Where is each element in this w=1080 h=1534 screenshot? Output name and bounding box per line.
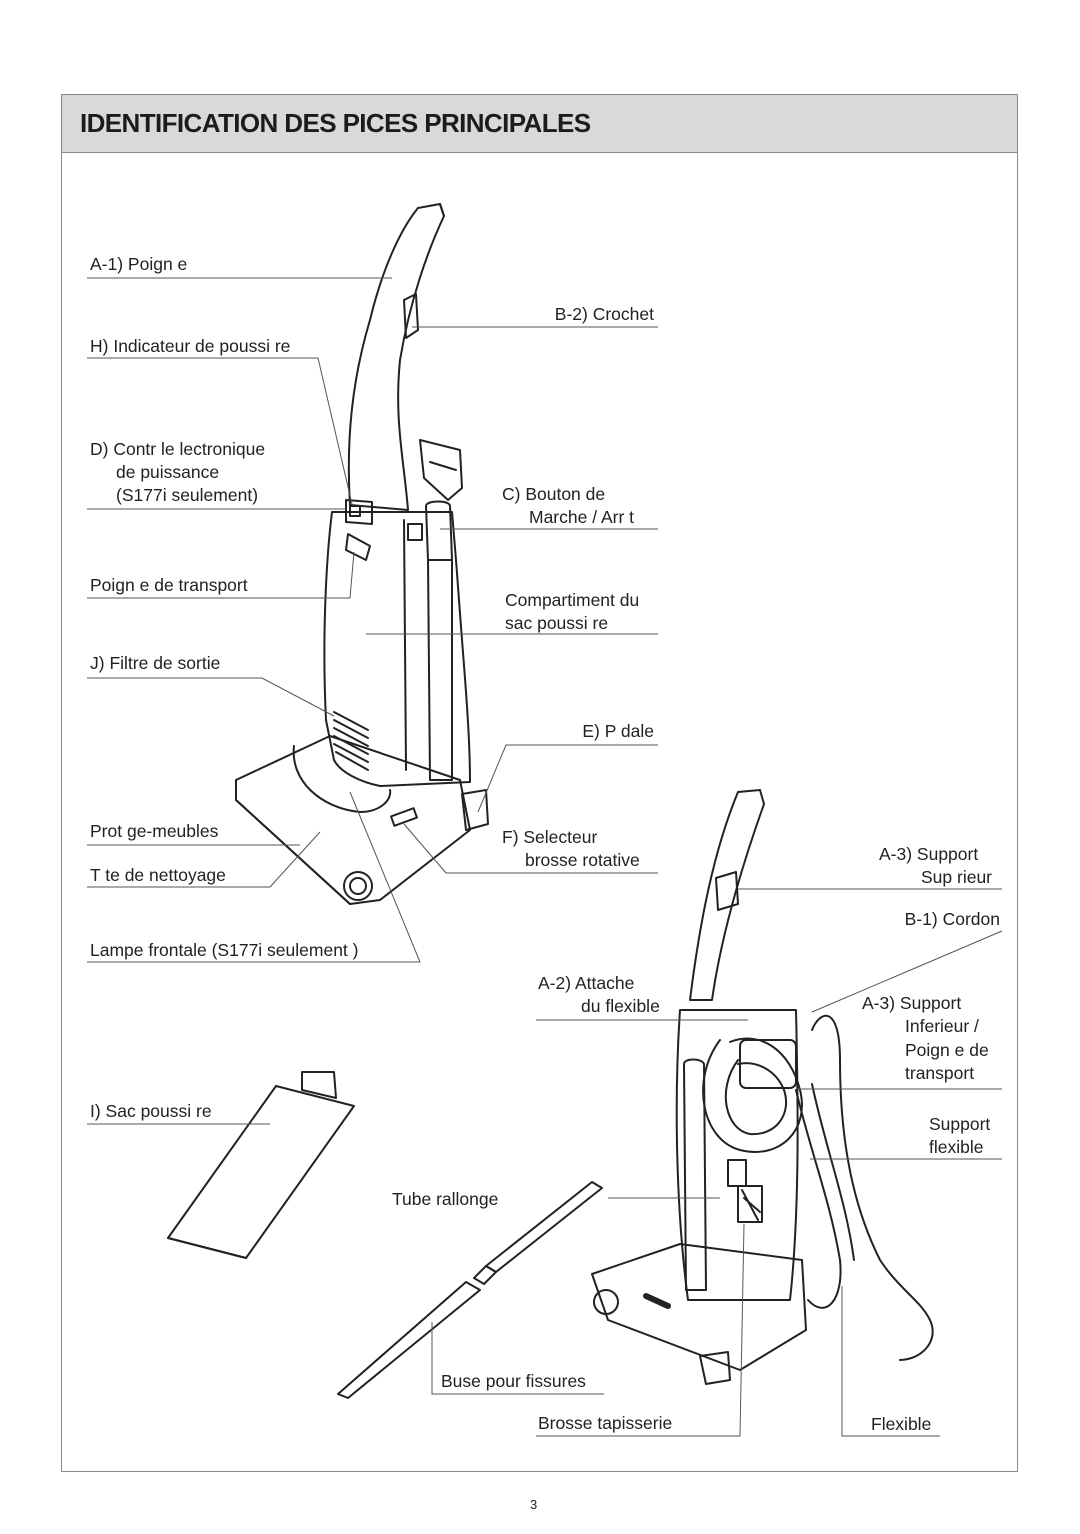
label-crevice-nozzle: Buse pour fissures <box>441 1371 586 1391</box>
label-on-off-line1: C) Bouton de <box>502 484 606 504</box>
label-dust-indicator: H) Indicateur de poussi re <box>90 336 291 356</box>
vacuum-rear-illustration <box>591 789 934 1385</box>
label-cleaning-head: T te de nettoyage <box>90 865 226 885</box>
label-hook: B-2) Crochet <box>554 304 654 324</box>
tube-and-nozzle-illustration <box>337 1181 603 1399</box>
label-extension-tube: Tube rallonge <box>392 1189 499 1209</box>
label-hose: Flexible <box>871 1414 932 1434</box>
label-hose-support-line1: Support <box>929 1114 991 1134</box>
label-lower-support-line1: A-3) Support <box>862 993 962 1013</box>
label-hose-clip-line2: du flexible <box>581 996 660 1016</box>
label-exhaust-filter: J) Filtre de sortie <box>90 653 221 673</box>
label-power-control-line1: D) Contr le lectronique <box>90 439 266 459</box>
content-frame: IDENTIFICATION DES PICES PRINCIPALES <box>61 94 1018 1472</box>
label-brush-selector-line1: F) Selecteur <box>502 827 598 847</box>
label-bag-compartment-line2: sac poussi re <box>505 613 609 633</box>
label-pedal: E) P dale <box>582 721 654 741</box>
label-carry-handle: Poign e de transport <box>90 575 248 595</box>
label-furniture-guard: Prot ge-meubles <box>90 821 219 841</box>
label-handle: A-1) Poign e <box>90 254 188 274</box>
label-upper-support-line2: Sup rieur <box>921 867 993 887</box>
label-hose-clip-line1: A-2) Attache <box>538 973 635 993</box>
label-headlamp: Lampe frontale (S177i seulement ) <box>90 940 359 960</box>
label-upholstery-brush: Brosse tapisserie <box>538 1413 673 1433</box>
label-lower-support-line3: Poign e de <box>905 1040 989 1060</box>
label-brush-selector-line2: brosse rotative <box>525 850 640 870</box>
label-bag-compartment-line1: Compartiment du <box>505 590 640 610</box>
page-number: 3 <box>530 1497 538 1512</box>
label-lower-support-line4: transport <box>905 1063 975 1083</box>
label-on-off-line2: Marche / Arr t <box>529 507 635 527</box>
label-lower-support-line2: Inferieur / <box>905 1016 979 1036</box>
label-power-control-line2: de puissance <box>116 462 220 482</box>
label-dust-bag: I) Sac poussi re <box>90 1101 212 1121</box>
vacuum-front-illustration <box>235 203 489 905</box>
label-upper-support-line1: A-3) Support <box>879 844 979 864</box>
label-hose-support-line2: flexible <box>929 1137 984 1157</box>
label-power-control-line3: (S177i seulement) <box>116 485 259 505</box>
page-title: IDENTIFICATION DES PICES PRINCIPALES <box>80 108 591 138</box>
dust-bag-illustration <box>167 1071 355 1259</box>
label-cord: B-1) Cordon <box>904 909 1000 929</box>
title-bar: IDENTIFICATION DES PICES PRINCIPALES <box>62 95 1017 153</box>
